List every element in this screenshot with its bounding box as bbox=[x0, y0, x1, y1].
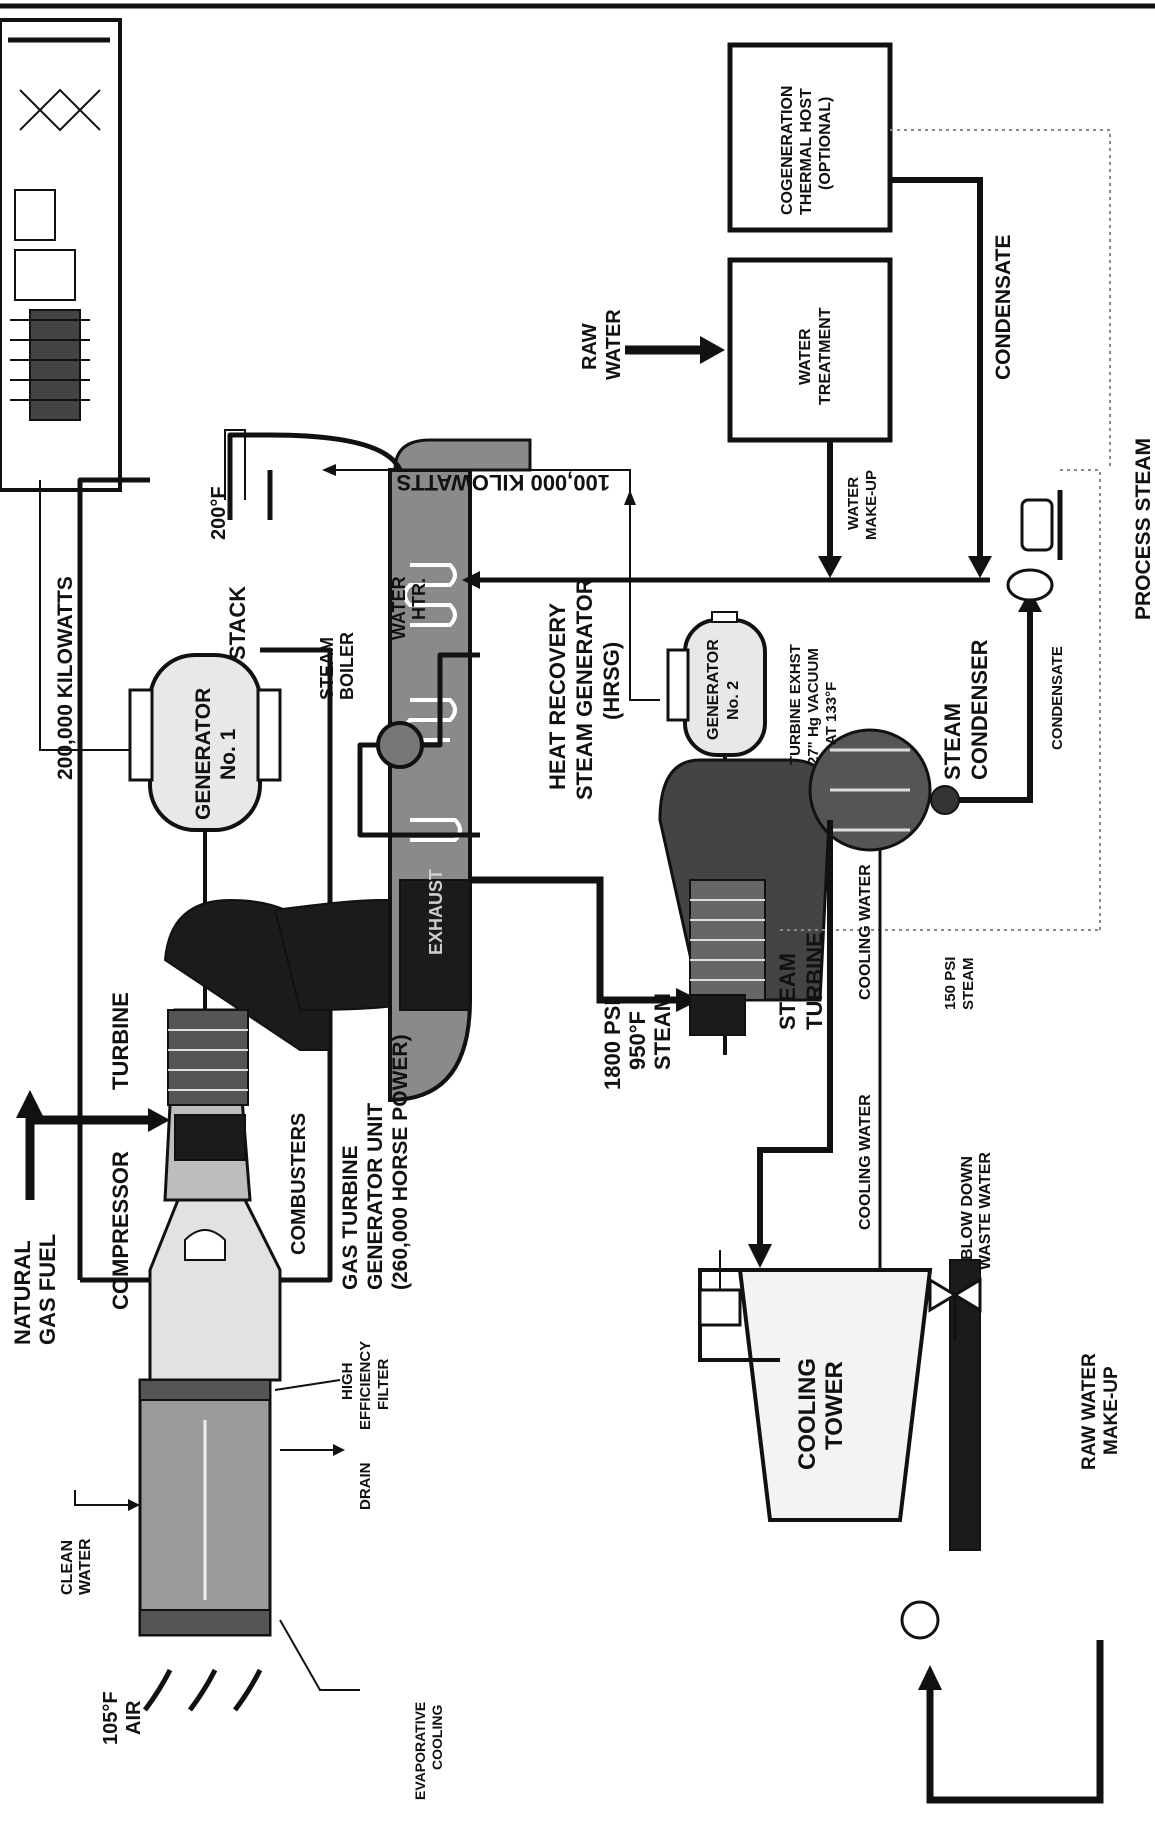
svg-text:TREATMENT: TREATMENT bbox=[817, 307, 834, 405]
hrsg-exhaust-duct bbox=[275, 440, 530, 1100]
svg-text:No. 2: No. 2 bbox=[725, 681, 742, 720]
label-evaporative-cooling: EVAPORATIVE COOLING bbox=[412, 1702, 445, 1800]
svg-text:950°F: 950°F bbox=[625, 1011, 650, 1070]
svg-text:WASTE WATER: WASTE WATER bbox=[977, 1152, 994, 1270]
feed-pump[interactable] bbox=[1008, 490, 1060, 600]
air-inlet-filter-house bbox=[140, 1380, 270, 1635]
label-condensate-big: CONDENSATE bbox=[992, 235, 1015, 380]
svg-text:27" Hg VACUUM: 27" Hg VACUUM bbox=[805, 648, 822, 765]
svg-text:RAW: RAW bbox=[579, 323, 601, 370]
label-steam-condenser: STEAM CONDENSER bbox=[940, 639, 992, 780]
label-turbine: TURBINE bbox=[108, 992, 133, 1090]
svg-text:(OPTIONAL): (OPTIONAL) bbox=[817, 97, 834, 190]
svg-text:STEAM: STEAM bbox=[940, 703, 965, 780]
svg-text:COOLING: COOLING bbox=[794, 1358, 821, 1470]
label-drain: DRAIN bbox=[357, 1463, 374, 1511]
svg-text:BLOW DOWN: BLOW DOWN bbox=[959, 1156, 976, 1260]
label-cooling-water-2: COOLING WATER bbox=[857, 1094, 874, 1230]
transmission-substation bbox=[0, 20, 120, 490]
svg-text:COOLING: COOLING bbox=[429, 1705, 445, 1770]
svg-text:HEAT RECOVERY: HEAT RECOVERY bbox=[545, 603, 570, 790]
svg-text:MAKE-UP: MAKE-UP bbox=[1101, 1366, 1122, 1455]
hp-steam-line bbox=[470, 880, 680, 1000]
label-water-makeup: WATER MAKE-UP bbox=[845, 470, 880, 540]
svg-text:MAKE-UP: MAKE-UP bbox=[863, 470, 880, 540]
svg-text:105°F: 105°F bbox=[100, 1691, 122, 1745]
svg-text:STEAM: STEAM bbox=[960, 958, 977, 1011]
fuel-arrow bbox=[148, 1108, 170, 1132]
combustor bbox=[175, 1115, 245, 1160]
label-clean-water: CLEAN WATER bbox=[59, 1538, 94, 1595]
svg-text:CLEAN: CLEAN bbox=[59, 1540, 76, 1595]
stack-outline bbox=[230, 435, 400, 520]
svg-text:HIGH: HIGH bbox=[339, 1363, 356, 1401]
condensate-from-host-line bbox=[890, 180, 980, 560]
svg-text:STEAM: STEAM bbox=[650, 993, 675, 1070]
label-cooling-water-1: COOLING WATER bbox=[857, 864, 874, 1000]
label-stack: STACK bbox=[225, 586, 250, 660]
svg-text:STEAM GENERATOR: STEAM GENERATOR bbox=[572, 578, 597, 800]
svg-text:(260,000 HORSE POWER): (260,000 HORSE POWER) bbox=[389, 1034, 412, 1290]
svg-text:COGENERATION: COGENERATION bbox=[779, 86, 796, 215]
label-1800-psi: 1800 PSI 950°F STEAM bbox=[600, 993, 675, 1090]
label-100k-kw: 100,000 KILOWATTS bbox=[396, 470, 610, 495]
label-condensate-small: CONDENSATE bbox=[1049, 646, 1066, 750]
svg-text:AIR: AIR bbox=[123, 1700, 145, 1735]
svg-text:GAS FUEL: GAS FUEL bbox=[35, 1234, 60, 1345]
svg-text:EFFICIENCY: EFFICIENCY bbox=[357, 1341, 374, 1430]
svg-text:EVAPORATIVE: EVAPORATIVE bbox=[412, 1702, 428, 1800]
svg-text:STEAM: STEAM bbox=[775, 953, 800, 1030]
svg-text:HTR.: HTR. bbox=[409, 578, 429, 620]
svg-text:WATER: WATER bbox=[797, 328, 814, 385]
svg-text:NATURAL: NATURAL bbox=[10, 1240, 35, 1345]
label-compressor: COMPRESSOR bbox=[108, 1151, 133, 1310]
svg-text:TURBINE: TURBINE bbox=[802, 932, 827, 1030]
clean-water-line bbox=[75, 1490, 135, 1505]
label-raw-water: RAW WATER bbox=[579, 309, 625, 380]
label-steam-boiler: STEAM BOILER bbox=[317, 632, 357, 700]
svg-text:TOWER: TOWER bbox=[821, 1361, 848, 1450]
raw-water-makeup-line bbox=[930, 1640, 1100, 1800]
makeup-pump[interactable] bbox=[902, 1602, 938, 1638]
svg-text:GENERATOR: GENERATOR bbox=[705, 639, 722, 740]
svg-text:150 PSI: 150 PSI bbox=[942, 957, 959, 1010]
label-hrsg: HEAT RECOVERY STEAM GENERATOR (HRSG) bbox=[545, 578, 624, 800]
svg-text:No. 1: No. 1 bbox=[217, 728, 240, 780]
air-inlet-arrows bbox=[145, 1670, 260, 1710]
svg-text:WATER: WATER bbox=[389, 576, 409, 640]
svg-text:AT 133°F: AT 133°F bbox=[823, 682, 840, 745]
label-blow-down: BLOW DOWN WASTE WATER bbox=[959, 1152, 994, 1270]
label-150-psi: 150 PSI STEAM bbox=[942, 957, 977, 1010]
svg-text:FILTER: FILTER bbox=[375, 1358, 392, 1410]
label-exhaust: EXHAUST bbox=[426, 869, 446, 955]
label-combusters: COMBUSTERS bbox=[288, 1113, 310, 1255]
svg-text:WATER: WATER bbox=[603, 309, 625, 380]
label-200k-kw: 200,000 KILOWATTS bbox=[54, 576, 77, 780]
svg-text:THERMAL HOST: THERMAL HOST bbox=[798, 88, 815, 215]
steam-boiler-drum[interactable] bbox=[378, 723, 422, 767]
label-stack-temp: 200°F bbox=[208, 486, 230, 540]
label-raw-water-makeup: RAW WATER MAKE-UP bbox=[1079, 1353, 1122, 1470]
svg-text:GENERATOR UNIT: GENERATOR UNIT bbox=[364, 1103, 387, 1290]
svg-text:TURBINE EXHST: TURBINE EXHST bbox=[787, 644, 804, 765]
svg-text:CONDENSER: CONDENSER bbox=[967, 639, 992, 780]
svg-text:1800 PSI: 1800 PSI bbox=[600, 999, 625, 1090]
label-process-steam: PROCESS STEAM bbox=[1132, 438, 1155, 620]
label-gas-turbine-unit: GAS TURBINE GENERATOR UNIT (260,000 HORS… bbox=[339, 1034, 412, 1290]
svg-text:GAS TURBINE: GAS TURBINE bbox=[339, 1145, 362, 1290]
svg-text:(HRSG): (HRSG) bbox=[599, 642, 624, 720]
label-natural-gas: NATURAL GAS FUEL bbox=[10, 1234, 60, 1345]
label-air: 105°F AIR bbox=[100, 1691, 145, 1745]
label-high-efficiency-filter: HIGH EFFICIENCY FILTER bbox=[339, 1341, 392, 1430]
svg-text:RAW WATER: RAW WATER bbox=[1079, 1353, 1100, 1470]
svg-text:WATER: WATER bbox=[845, 477, 862, 530]
svg-text:GENERATOR: GENERATOR bbox=[192, 688, 215, 820]
svg-text:STEAM: STEAM bbox=[317, 637, 337, 700]
svg-text:WATER: WATER bbox=[77, 1538, 94, 1595]
svg-text:BOILER: BOILER bbox=[337, 632, 357, 700]
